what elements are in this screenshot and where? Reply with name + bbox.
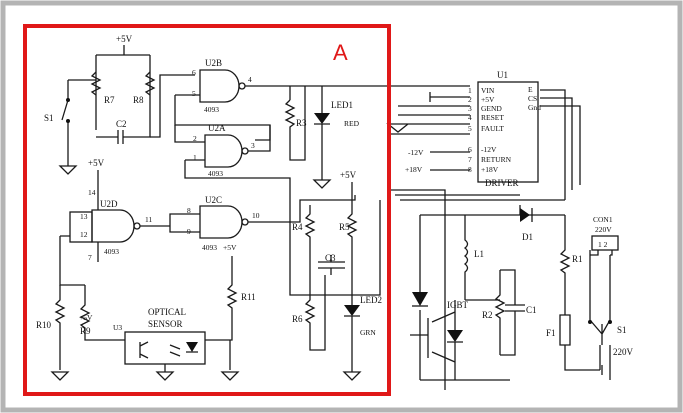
u2c-name: U2C <box>205 195 222 205</box>
u2a-name: U2A <box>208 123 226 133</box>
svg-text:RESET: RESET <box>481 113 504 122</box>
u2c-pin-b: 9 <box>187 227 191 236</box>
svg-text:6: 6 <box>468 145 472 154</box>
diode-icon <box>412 292 428 306</box>
vcc-bottom-label: +5V <box>79 313 93 322</box>
driver-u1 <box>477 81 539 183</box>
svg-text:+18V: +18V <box>481 165 499 174</box>
u2d-pin-a: 13 <box>80 212 88 221</box>
led2-icon <box>344 305 360 316</box>
vcc-mid-label: +5V <box>88 158 105 168</box>
svg-text:RETURN: RETURN <box>481 155 512 164</box>
s1-left-label: S1 <box>44 113 54 123</box>
u2a-pin-out: 3 <box>251 141 255 150</box>
optical-label-1: OPTICAL <box>148 307 186 317</box>
r1-label: R1 <box>572 254 583 264</box>
driver-pin: 1 VIN <box>468 86 495 95</box>
u2c-part: 4093 <box>202 243 217 252</box>
led1-color: RED <box>344 119 360 128</box>
driver-pin: 7 RETURN <box>468 155 512 164</box>
driver-pin: 4 RESET <box>468 113 504 122</box>
svg-text:FAULT: FAULT <box>481 124 504 133</box>
v220-label: 220V <box>613 347 634 357</box>
vcc-r11-label: +5V <box>223 243 237 252</box>
u2d-part: 4093 <box>104 247 119 256</box>
led1-label: LED1 <box>331 100 353 110</box>
u2c-pin-out: 10 <box>252 211 260 220</box>
u2c-pin-a: 8 <box>187 206 191 215</box>
r11-label: R11 <box>241 292 256 302</box>
u2b-pin-out: 4 <box>248 75 252 84</box>
d1-icon <box>520 208 530 222</box>
driver-pin: 5 FAULT <box>468 124 504 133</box>
u2d-pin-out: 11 <box>145 215 152 224</box>
c3-label: C3 <box>325 253 336 263</box>
u2a-pin-a: 2 <box>193 134 197 143</box>
vcc-top-label: +5V <box>116 34 133 44</box>
svg-text:2: 2 <box>468 95 472 104</box>
svg-text:-12V: -12V <box>481 145 497 154</box>
r7-label: R7 <box>104 95 115 105</box>
u2b-pin-b: 5 <box>192 89 196 98</box>
u3-label: U3 <box>113 323 122 332</box>
vcc-right-label: +5V <box>340 170 357 180</box>
r5-label: R5 <box>339 222 350 232</box>
svg-text:3: 3 <box>468 104 472 113</box>
driver-pin-right: CS <box>528 94 537 103</box>
u2b-pin-a: 6 <box>192 68 196 77</box>
r4-label: R4 <box>292 222 303 232</box>
s1-right-label: S1 <box>617 325 627 335</box>
u2d-pin-gnd: 7 <box>88 253 92 262</box>
driver-pin-right: E <box>528 85 533 94</box>
svg-text:7: 7 <box>468 155 472 164</box>
l1-label: L1 <box>474 249 484 259</box>
optical-label-2: SENSOR <box>148 319 183 329</box>
u2d-pin-b: 12 <box>80 230 88 239</box>
led2-color: GRN <box>360 328 376 337</box>
driver-title: DRIVER <box>485 178 519 188</box>
ext-pos18-label: +18V <box>405 165 423 174</box>
r2-label: R2 <box>482 310 493 320</box>
ext-neg12-label: -12V <box>408 148 424 157</box>
led2-label: LED2 <box>360 295 382 305</box>
driver-pin: 6 -12V <box>468 145 497 154</box>
connector-con1 <box>591 235 619 251</box>
igbt-icon <box>427 300 456 380</box>
u2a-pin-b: 1 <box>193 153 197 162</box>
igbt-label: IGBT <box>447 300 468 310</box>
driver-pin-right: Gnd <box>528 103 541 112</box>
driver-pin: 3 GEND <box>468 104 502 113</box>
svg-text:+5V: +5V <box>481 95 495 104</box>
led1-icon <box>314 113 330 124</box>
u2a-part: 4093 <box>208 169 223 178</box>
driver-pin: 2 +5V <box>468 95 495 104</box>
c1-label: C1 <box>526 305 537 315</box>
u2d-name: U2D <box>100 199 118 209</box>
r6-label: R6 <box>292 314 303 324</box>
con1-label: CON1 <box>593 215 613 224</box>
svg-text:5: 5 <box>468 124 472 133</box>
u2b-name: U2B <box>205 58 222 68</box>
r8-label: R8 <box>133 95 144 105</box>
f1-label: F1 <box>546 328 556 338</box>
region-a-label: A <box>333 40 348 65</box>
c2-label: C2 <box>116 119 127 129</box>
u2d-pin-vdd: 14 <box>88 188 96 197</box>
svg-text:VIN: VIN <box>481 86 495 95</box>
con1-voltage: 220V <box>595 225 612 234</box>
svg-text:4: 4 <box>468 113 472 122</box>
con1-pins: 1 2 <box>598 240 608 249</box>
driver-name: U1 <box>497 70 508 80</box>
r9-label: R9 <box>80 326 91 336</box>
r10-label: R10 <box>36 320 52 330</box>
r3-label: R3 <box>296 118 307 128</box>
svg-text:GEND: GEND <box>481 104 502 113</box>
u2b-part: 4093 <box>204 105 219 114</box>
d1-label: D1 <box>522 232 533 242</box>
highlight-box-a <box>23 24 391 396</box>
svg-text:1: 1 <box>468 86 472 95</box>
